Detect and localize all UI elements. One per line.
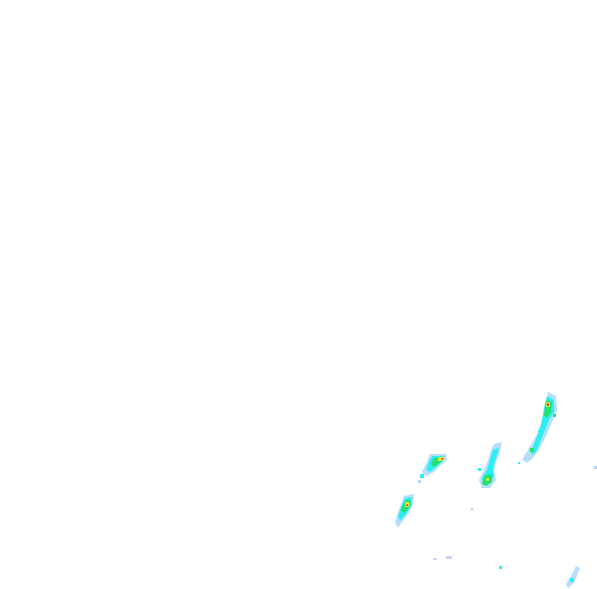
- cell-upper-right: [518, 392, 557, 464]
- cell-left-lower: [395, 494, 414, 528]
- cell-bottom-right-fringe: [433, 455, 597, 588]
- cell-left-upper: [418, 454, 447, 483]
- cell-middle: [471, 442, 502, 510]
